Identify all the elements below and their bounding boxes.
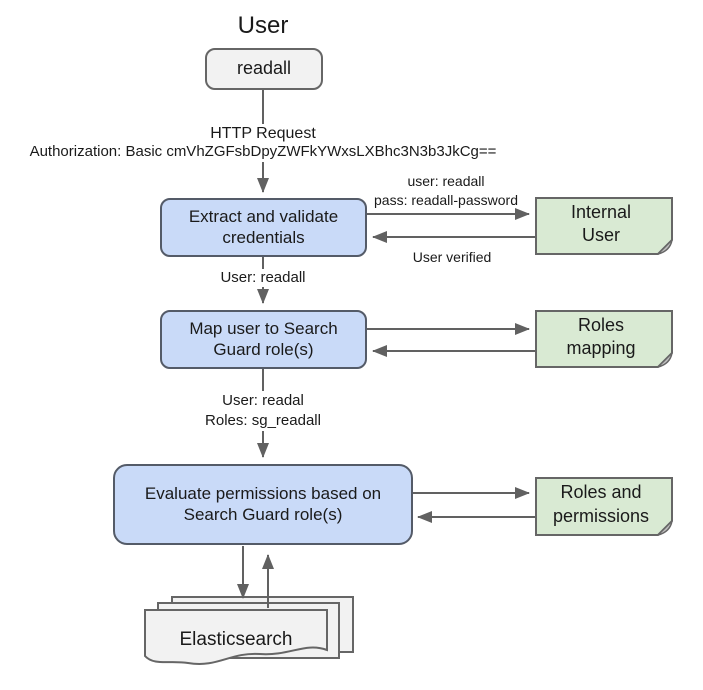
- roles-permissions-label: Roles and permissions: [552, 482, 650, 526]
- user-node: readall: [205, 48, 323, 90]
- elasticsearch-stack: [140, 590, 360, 685]
- internal-user-label: Internal User: [570, 201, 632, 245]
- label-map-result: User: readal Roles: sg_readall: [183, 391, 343, 431]
- note-shape: [535, 477, 673, 536]
- diagram-title: User: [237, 12, 289, 39]
- extract-credentials-node: Extract and validate credentials: [160, 198, 367, 257]
- front-document: [144, 609, 328, 665]
- elasticsearch-label: Elasticsearch: [179, 629, 293, 650]
- label-user-verified: User verified: [412, 248, 492, 265]
- internal-user-note: Internal User: [535, 197, 673, 255]
- note-fold-corner: [655, 518, 673, 536]
- label-http-request: HTTP Request: [163, 124, 363, 143]
- label-http-authorization: Authorization: Basic cmVhZGFsbDpyZWFkYWx…: [23, 143, 503, 162]
- roles-mapping-label: Roles mapping: [566, 314, 636, 358]
- document-stack-shape: [144, 596, 354, 665]
- map-roles-node: Map user to Search Guard role(s): [160, 310, 367, 369]
- note-fold-corner: [655, 237, 673, 255]
- note-shape: [535, 197, 673, 255]
- label-credentials-sent: user: readall pass: readall-password: [374, 173, 518, 208]
- note-shape: [535, 310, 673, 368]
- roles-mapping-note: Roles mapping: [535, 310, 673, 368]
- evaluate-permissions-node: Evaluate permissions based on Search Gua…: [113, 464, 413, 545]
- note-fold-corner: [655, 350, 673, 368]
- roles-permissions-note: Roles and permissions: [535, 477, 673, 536]
- label-extract-result: User: readall: [203, 269, 323, 287]
